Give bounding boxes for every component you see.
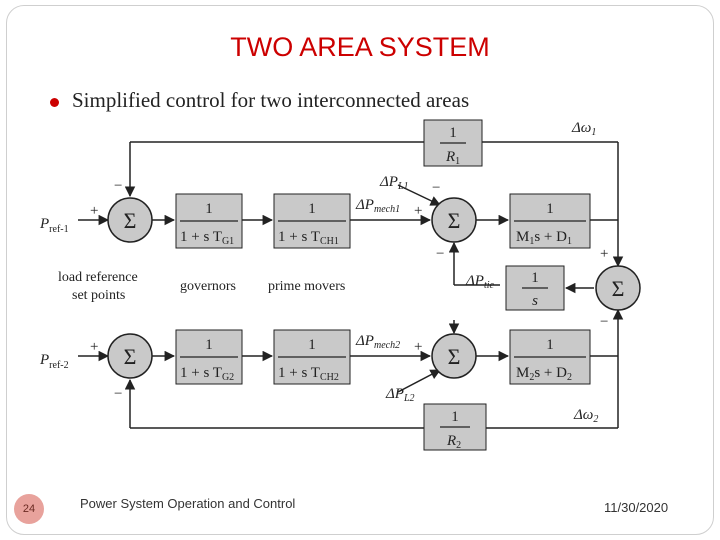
tie-denominator: s (532, 293, 538, 309)
pl2-arrow (397, 369, 441, 393)
slide-number-badge: 24 (14, 494, 44, 524)
pref2-label: Pref-2 (39, 352, 69, 371)
sum-junction-area2 (107, 333, 153, 379)
page-title: TWO AREA SYSTEM (230, 32, 490, 62)
load-2-denominator: M2s + D2 (516, 365, 572, 383)
sum-junction-area1 (107, 197, 153, 243)
sum-junction-tie (595, 265, 641, 311)
prime-mover-1-denominator: 1 + s TCH1 (278, 229, 339, 247)
sigma-label: Σ (612, 276, 625, 301)
prime-mover-2-numerator: 1 (308, 337, 316, 353)
bullet-icon (50, 98, 59, 107)
pl1-arrow (397, 184, 441, 206)
plus-sign: + (90, 339, 98, 355)
prime-mover-1-numerator: 1 (308, 201, 316, 217)
load-reference-label: load reference (58, 270, 138, 285)
governor-2-denominator: 1 + s TG2 (180, 365, 234, 383)
sigma-label: Σ (448, 208, 461, 233)
plus-sign: + (600, 246, 608, 262)
minus-sign: − (114, 386, 122, 402)
minus-sign: − (114, 178, 122, 194)
footer-date: 11/30/2020 (604, 500, 669, 515)
load-2-numerator: 1 (546, 337, 554, 353)
governor-2-numerator: 1 (205, 337, 213, 353)
minus-sign: − (432, 180, 440, 196)
governors-label: governors (180, 279, 236, 294)
sum-junction-load2 (431, 333, 477, 379)
footer-text: Power System Operation and Control (80, 496, 296, 511)
prime-mover-2-denominator: 1 + s TCH2 (278, 365, 339, 383)
prime-movers-label: prime movers (268, 279, 345, 294)
load-1-denominator: M1s + D1 (516, 229, 572, 247)
droop-2-denominator: R2 (446, 433, 461, 451)
minus-sign: − (600, 314, 608, 330)
droop-1-denominator: R1 (445, 149, 460, 167)
pl2-label: ΔPL2 (385, 386, 415, 404)
load-1-numerator: 1 (546, 201, 554, 217)
pref1-label: Pref-1 (39, 216, 69, 235)
minus-sign: − (436, 246, 444, 262)
dw1-label: Δω1 (571, 120, 596, 138)
plus-sign: + (90, 203, 98, 219)
governor-1-denominator: 1 + s TG1 (180, 229, 234, 247)
pmech1-label: ΔPmech1 (355, 197, 400, 215)
bullet-text: Simplified control for two interconnecte… (72, 88, 470, 112)
set-points-label: set points (72, 288, 125, 303)
plus-sign: + (414, 339, 422, 355)
pl1-label: ΔPL1 (379, 174, 409, 192)
sigma-label: Σ (124, 344, 137, 369)
sum-junctions: Σ Σ Σ Σ Σ (107, 197, 641, 379)
sigma-label: Σ (448, 344, 461, 369)
slide-frame (6, 5, 714, 535)
plus-sign: + (414, 203, 422, 219)
ptie-label: ΔPtie (465, 273, 495, 291)
droop-2-numerator: 1 (451, 409, 459, 425)
transfer-blocks (175, 119, 591, 451)
tie-numerator: 1 (531, 270, 539, 286)
pmech2-label: ΔPmech2 (355, 333, 400, 351)
sigma-label: Σ (124, 208, 137, 233)
governor-1-numerator: 1 (205, 201, 213, 217)
sum-junction-load1 (431, 197, 477, 243)
droop-1-numerator: 1 (449, 125, 457, 141)
dw2-label: Δω2 (573, 407, 598, 425)
